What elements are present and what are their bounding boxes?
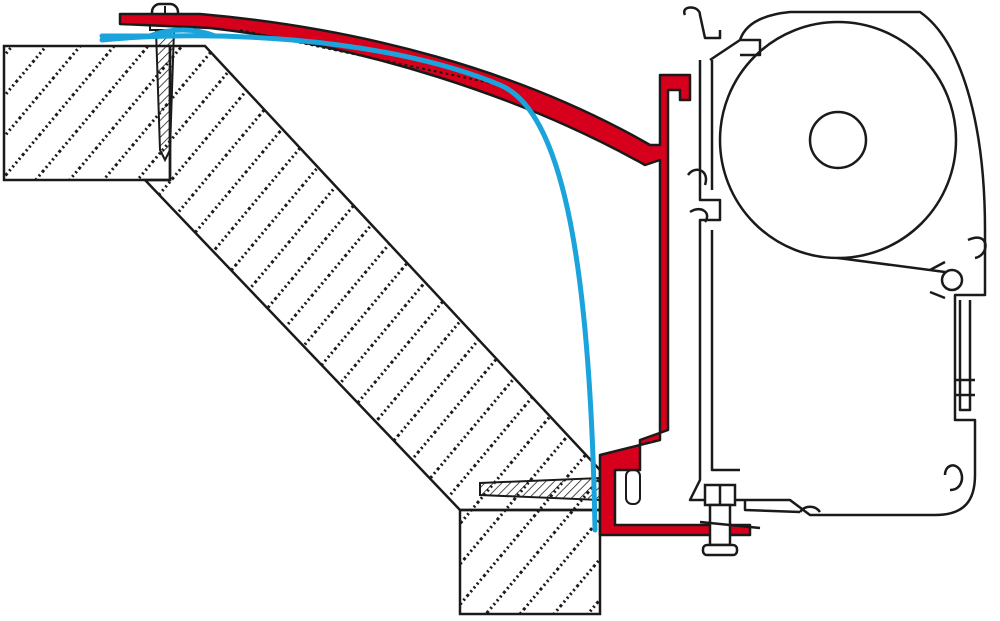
wall-section (2, 44, 602, 616)
awning-case (682, 6, 987, 517)
bolt-clamp (699, 483, 761, 557)
roller-outer (718, 20, 958, 260)
wall-block-bottom (458, 508, 602, 616)
roller-core (808, 110, 868, 170)
wall-block-top-face (2, 44, 172, 182)
awning-roller (718, 20, 958, 274)
weather-seal (99, 27, 598, 533)
